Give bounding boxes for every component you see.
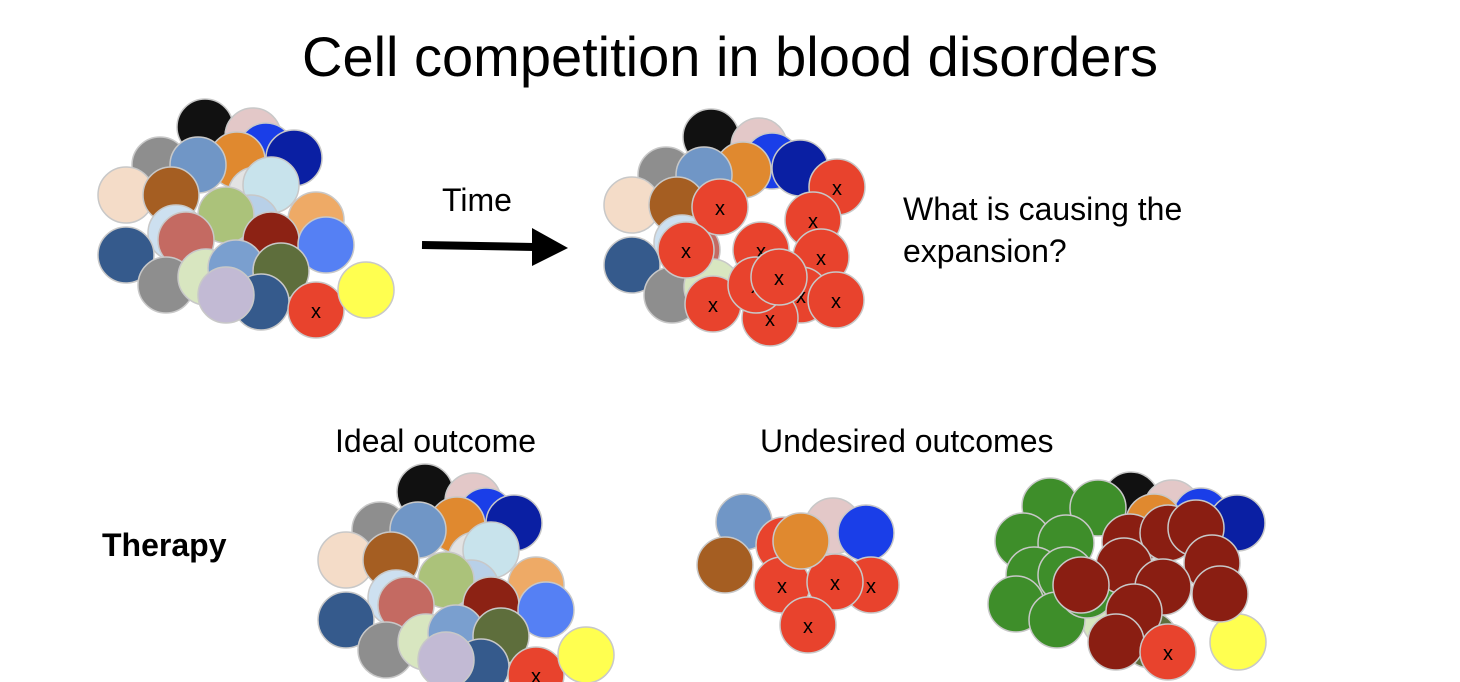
mutant-cell xyxy=(750,248,808,306)
mutation-mark: x xyxy=(831,291,841,313)
mutation-mark: x xyxy=(796,286,806,308)
mutation-mark: x xyxy=(830,573,840,595)
cell xyxy=(337,261,395,319)
mutant-cell xyxy=(807,271,865,329)
mutation-mark: x xyxy=(681,241,691,263)
mutation-mark: x xyxy=(803,616,813,638)
mutation-mark: x xyxy=(1163,643,1173,665)
mutation-mark: x xyxy=(311,301,321,323)
cell xyxy=(1191,565,1249,623)
mutation-mark: x xyxy=(715,198,725,220)
time-arrow xyxy=(421,228,568,266)
cell xyxy=(837,504,895,562)
cell xyxy=(772,512,830,570)
cell xyxy=(603,236,661,294)
mutant-cell xyxy=(507,646,565,682)
mutation-mark: x xyxy=(816,248,826,270)
mutation-mark: x xyxy=(832,178,842,200)
initial-cell-population: x xyxy=(97,98,395,339)
time-label: Time xyxy=(442,182,512,218)
question-line-2: expansion? xyxy=(903,233,1067,269)
ideal-outcome-label: Ideal outcome xyxy=(335,423,537,459)
mutant-cell xyxy=(657,221,715,279)
mutant-cell xyxy=(287,281,345,339)
mutation-mark: x xyxy=(774,268,784,290)
cell xyxy=(517,581,575,639)
cell xyxy=(557,626,615,682)
cell xyxy=(97,226,155,284)
mutant-cell xyxy=(691,178,749,236)
cell xyxy=(197,266,255,324)
mutation-mark: x xyxy=(777,576,787,598)
diagram-title: Cell competition in blood disorders xyxy=(302,25,1158,88)
cell xyxy=(317,591,375,649)
undesired-outcome-takeover-population: x xyxy=(987,471,1267,681)
mutant-cell xyxy=(1139,623,1197,681)
mutant-cell xyxy=(779,596,837,654)
mutation-mark: x xyxy=(756,241,766,263)
mutation-mark: x xyxy=(765,309,775,331)
undesired-outcomes-label: Undesired outcomes xyxy=(760,423,1054,459)
mutant-cell xyxy=(806,553,864,611)
question-text: What is causing the expansion? xyxy=(903,188,1182,272)
mutation-mark: x xyxy=(531,666,541,682)
cell xyxy=(297,216,355,274)
ideal-outcome-population: x xyxy=(317,463,615,682)
cell xyxy=(1087,613,1145,671)
cell xyxy=(417,631,475,682)
mutation-mark: x xyxy=(866,576,876,598)
mutation-mark: x xyxy=(808,211,818,233)
therapy-label: Therapy xyxy=(102,527,227,563)
cell xyxy=(1052,556,1110,614)
question-line-1: What is causing the xyxy=(903,191,1183,227)
mutation-mark: x xyxy=(708,295,718,317)
cell xyxy=(696,536,754,594)
